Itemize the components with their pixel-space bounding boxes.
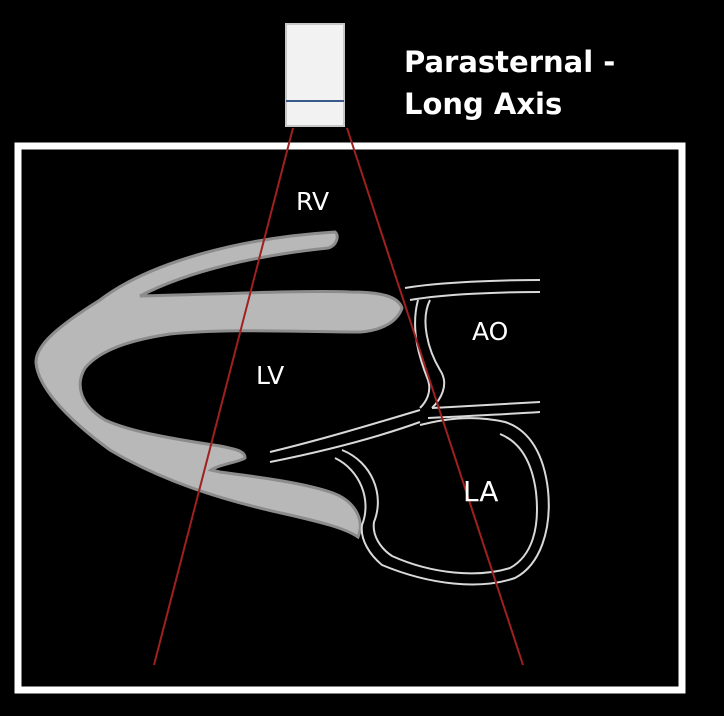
ultrasound-probe-icon xyxy=(285,23,345,127)
lv-label: LV xyxy=(256,361,284,390)
view-title-line-2: Long Axis xyxy=(404,87,563,121)
la-label: LA xyxy=(463,475,498,508)
mitral-annulus-line-inner xyxy=(269,421,421,463)
aortic-root-line-inner xyxy=(414,299,431,409)
aortic-wall-lower xyxy=(431,401,541,409)
aortic-wall-upper xyxy=(404,279,541,289)
rv-label: RV xyxy=(296,187,329,216)
mitral-annulus-line xyxy=(269,409,421,453)
aortic-wall-upper-inner xyxy=(409,291,541,301)
aortic-root-line xyxy=(424,299,446,409)
left-atrium-outline-inner xyxy=(341,433,538,575)
myocardium-wall xyxy=(34,230,404,540)
left-atrium-outline xyxy=(334,417,550,586)
echo-image-frame xyxy=(14,142,686,694)
ao-label: AO xyxy=(472,317,508,346)
probe-body xyxy=(285,23,345,127)
aortic-wall-lower-inner xyxy=(427,411,541,419)
beam-left-edge xyxy=(153,127,294,666)
view-title-line-1: Parasternal - xyxy=(404,45,616,79)
beam-right-edge xyxy=(346,127,524,666)
